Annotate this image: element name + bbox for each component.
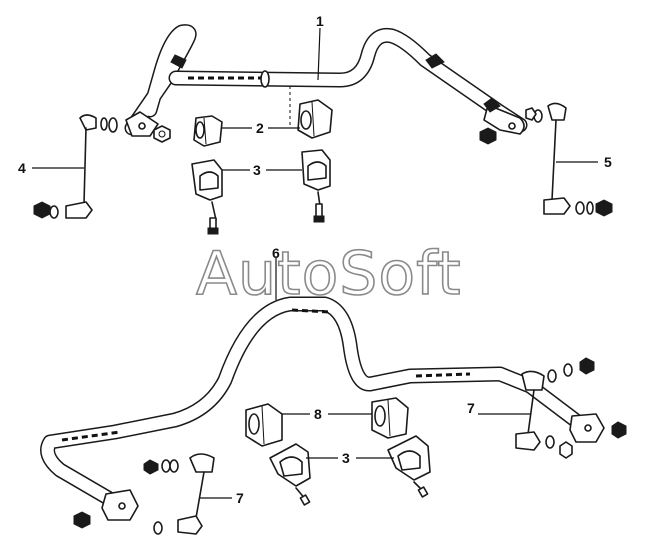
front-bushing-left bbox=[193, 115, 223, 147]
front-bracket-right bbox=[301, 149, 331, 223]
callout-6: 6 bbox=[272, 245, 280, 261]
leader-lines bbox=[32, 27, 598, 499]
callout-3-front: 3 bbox=[253, 162, 261, 178]
front-bar-left-nut bbox=[153, 125, 171, 143]
callout-1: 1 bbox=[316, 13, 324, 29]
rear-bushing-left bbox=[245, 403, 283, 447]
callout-3-rear: 3 bbox=[342, 450, 350, 466]
callout-8: 8 bbox=[314, 406, 322, 422]
callout-5: 5 bbox=[604, 154, 612, 170]
front-bushing-right bbox=[297, 99, 333, 139]
front-bar-right-nut bbox=[479, 127, 497, 145]
callout-2: 2 bbox=[256, 120, 264, 136]
front-left-stabilizer-link bbox=[33, 114, 118, 219]
rear-bushing-right bbox=[371, 397, 409, 439]
front-stabilizer-bar bbox=[124, 24, 528, 137]
autosoft-watermark: AutoSoft bbox=[196, 239, 462, 309]
rear-bracket-left bbox=[269, 443, 311, 506]
rear-bracket-right bbox=[387, 435, 431, 498]
callout-7-left: 7 bbox=[236, 490, 244, 506]
front-bracket-left bbox=[191, 159, 223, 235]
rear-right-stabilizer-link bbox=[515, 357, 595, 459]
rear-stabilizer-bar bbox=[40, 296, 627, 529]
callout-7-right: 7 bbox=[467, 400, 475, 416]
front-right-stabilizer-link bbox=[525, 102, 613, 217]
callout-4: 4 bbox=[18, 160, 26, 176]
rear-left-stabilizer-link bbox=[143, 453, 215, 535]
